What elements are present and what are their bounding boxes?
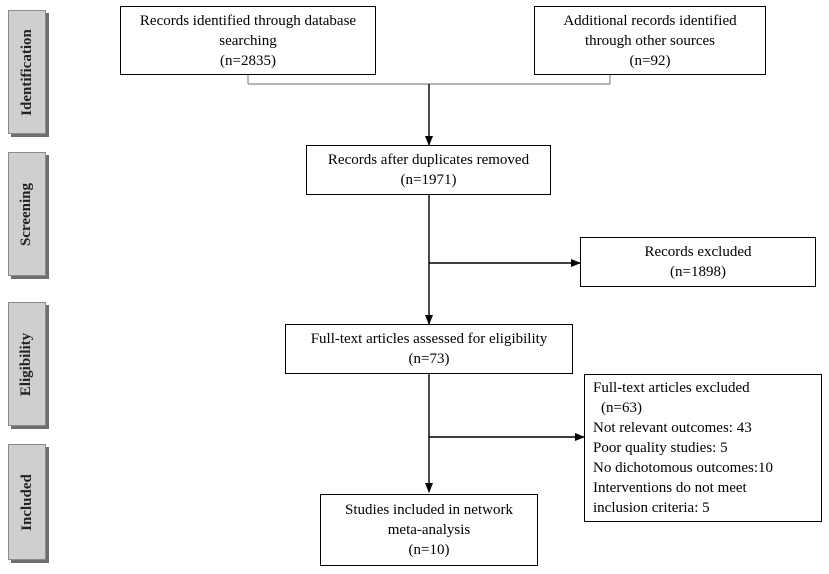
box-database-records: Records identified through database sear… — [120, 6, 376, 75]
box-records-excluded: Records excluded (n=1898) — [580, 237, 816, 287]
box-other-line3: (n=92) — [629, 52, 671, 69]
box-duplicates-line1: Records after duplicates removed — [327, 152, 530, 168]
box-other-line1: Additional records identified — [563, 12, 737, 29]
box-studies-included: Studies included in network meta-analysi… — [320, 494, 538, 566]
box-other-line2: through other sources — [585, 32, 715, 49]
box-fulltext-line1: Full-text articles assessed for eligibil… — [310, 331, 548, 347]
box-fulltext-excluded-line3: Not relevant outcomes: 43 — [593, 420, 752, 436]
box-database-line3: (n=2835) — [220, 52, 276, 69]
box-fulltext-excluded-line7: inclusion criteria: 5 — [593, 500, 710, 516]
box-fulltext-line2: (n=73) — [408, 351, 450, 367]
box-records-excluded-line2: (n=1898) — [670, 264, 726, 280]
phase-identification: Identification — [8, 10, 46, 134]
box-other-sources: Additional records identified through ot… — [534, 6, 766, 75]
box-included-line2: meta-analysis — [387, 522, 471, 538]
box-included-line3: (n=10) — [408, 542, 450, 558]
box-fulltext-excluded-line2: (n=63) — [601, 400, 642, 416]
box-fulltext-excluded: Full-text articles excluded (n=63) Not r… — [584, 374, 822, 522]
phase-eligibility: Eligibility — [8, 302, 46, 426]
box-fulltext-excluded-line4: Poor quality studies: 5 — [593, 440, 728, 456]
box-fulltext-excluded-line5: No dichotomous outcomes:10 — [593, 460, 773, 476]
box-included-line1: Studies included in network — [345, 502, 513, 518]
box-fulltext-excluded-line1: Full-text articles excluded — [593, 380, 750, 396]
phase-screening: Screening — [8, 152, 46, 276]
box-records-excluded-line1: Records excluded — [644, 244, 752, 260]
box-duplicates-line2: (n=1971) — [400, 172, 457, 188]
phase-included: Included — [8, 444, 46, 560]
box-fulltext-assessed: Full-text articles assessed for eligibil… — [285, 324, 573, 374]
box-database-line1: Records identified through database — [139, 12, 357, 29]
box-database-line2: searching — [219, 32, 277, 49]
box-after-duplicates: Records after duplicates removed (n=1971… — [306, 145, 551, 195]
box-fulltext-excluded-line6: Interventions do not meet — [593, 480, 747, 496]
